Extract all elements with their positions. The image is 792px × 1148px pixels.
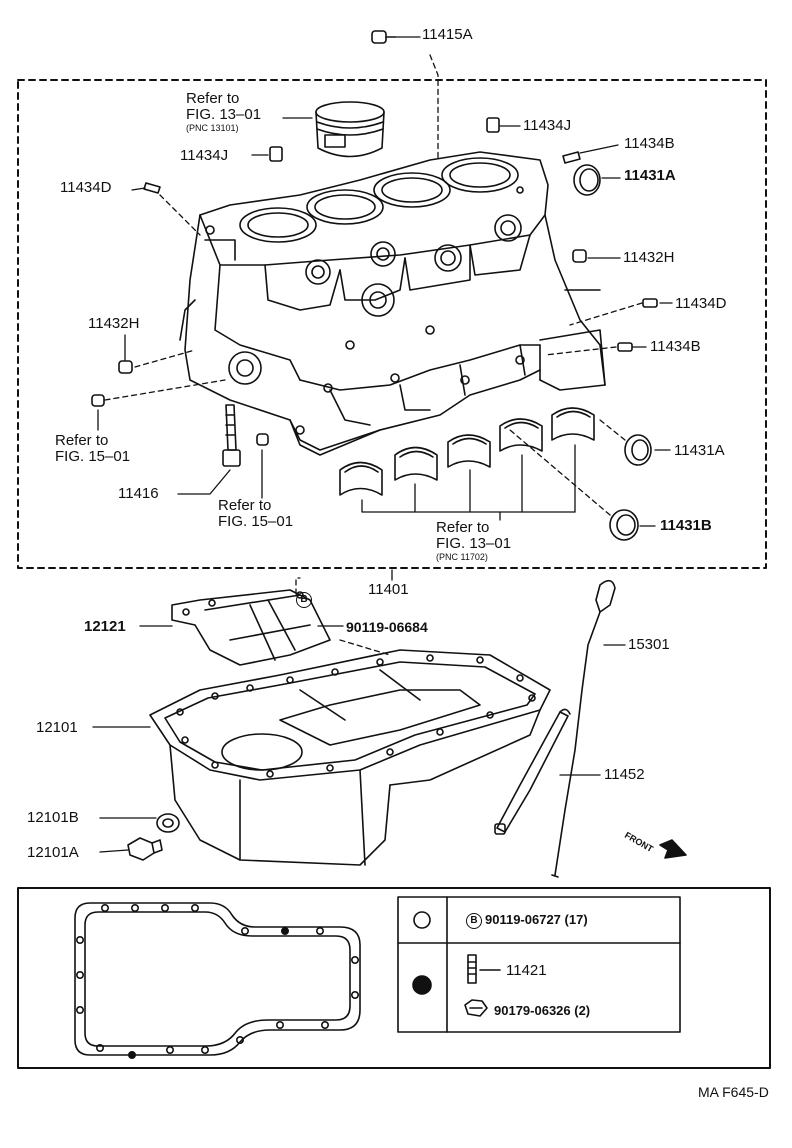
gasket-outline (74, 902, 361, 1060)
cylinder-block-group-boundary (17, 79, 767, 569)
part-12101B-label: 12101B (27, 809, 79, 826)
part-12121-label: 12121 (84, 618, 126, 635)
legend-stud-icon (467, 954, 501, 984)
part-11434B-right-label: 11434B (650, 338, 701, 355)
legend-row-1-part: 90119-06727 (17) (485, 912, 588, 927)
front-arrow-icon (659, 839, 687, 859)
ref-line: Refer to (186, 90, 240, 107)
part-11431A-top-label: 11431A (624, 167, 676, 184)
pin-11434B-top (562, 151, 581, 164)
ref-line: FIG. 13–01 (436, 535, 512, 552)
ref-line: FIG. 13–01 (186, 106, 262, 123)
dipstick-15301 (551, 579, 616, 878)
part-11431B-label: 11431B (660, 517, 712, 534)
pin-11434D-right (642, 298, 658, 308)
part-11434D-left-label: 11434D (60, 179, 112, 196)
drain-plug-12101A (127, 837, 163, 861)
legend-row-2-part-2: 90179-06326 (2) (494, 1003, 591, 1018)
plug-11432H-right (572, 249, 587, 263)
part-15301-label: 15301 (628, 636, 670, 653)
stud-11416 (222, 404, 241, 467)
legend-row-2-part-1: 11421 (506, 962, 547, 979)
ref-line: Refer to (218, 497, 272, 514)
pin-11434J-top (486, 117, 500, 133)
plug-11415A (371, 30, 396, 44)
part-11415A-label: 11415A (422, 26, 473, 43)
part-11434J-top-label: 11434J (523, 117, 572, 134)
part-11431A-mid-label: 11431A (674, 442, 725, 459)
part-11401-label: 11401 (368, 581, 409, 598)
plug-11432H-left (118, 360, 133, 374)
part-12101-label: 12101 (36, 719, 78, 736)
pin-11434B-right (617, 342, 633, 352)
legend-table (397, 896, 681, 1033)
bolt-marker-b: B (296, 592, 315, 608)
legend-filled-circle-icon (412, 975, 432, 995)
plug-11431B (609, 509, 639, 541)
pin-11434D-left (143, 182, 161, 194)
cylinder-block-drawing (179, 151, 606, 456)
ref-fig15-mid-note: Refer to FIG. 15–01 (218, 498, 293, 530)
ref-pnc: (PNC 13101) (186, 123, 239, 133)
ref-line: FIG. 15–01 (55, 448, 131, 465)
bolt-marker-b-icon: B (296, 592, 312, 608)
part-90119-06684-label: 90119-06684 (346, 619, 428, 635)
legend-bolt-marker-icon: B (466, 912, 482, 929)
ref-line: Refer to (55, 432, 109, 449)
leader-lines (92, 36, 673, 853)
part-11434J-left-label: 11434J (180, 147, 229, 164)
plug-11431A-top (573, 164, 601, 196)
plug-mid-lower (256, 433, 269, 446)
drain-gasket-12101B (156, 813, 180, 833)
ref-pnc: (PNC 11702) (436, 552, 488, 562)
pin-11434J-left (269, 146, 283, 162)
part-11434D-right-label: 11434D (675, 295, 727, 312)
ref-fig15-left-note: Refer to FIG. 15–01 (55, 433, 130, 465)
plug-left-lower (91, 394, 105, 407)
figure-code: MA F645-D (698, 1084, 769, 1100)
part-11432H-left-label: 11432H (88, 315, 140, 332)
ref-line: FIG. 15–01 (218, 513, 294, 530)
legend-nut-icon (464, 999, 488, 1017)
part-11432H-right-label: 11432H (623, 249, 675, 266)
legend-open-circle-icon (413, 911, 431, 929)
oil-pan-12101 (149, 649, 551, 866)
crank-bearings (339, 407, 595, 496)
dipstick-guide-11452 (494, 708, 571, 835)
part-11434B-top-label: 11434B (624, 135, 675, 152)
ref-line: Refer to (436, 519, 490, 536)
ref-piston-note: Refer to FIG. 13–01 (PNC 13101) (186, 90, 262, 134)
part-12101A-label: 12101A (27, 844, 79, 861)
plug-11431A-mid (624, 434, 652, 466)
legend-frame (17, 887, 771, 1069)
baffle-12121 (171, 589, 331, 666)
piston-drawing (315, 101, 385, 158)
ref-bearing-note: Refer to FIG. 13–01 (PNC 11702) (436, 519, 512, 563)
part-11452-label: 11452 (604, 766, 645, 783)
part-11416-label: 11416 (118, 485, 159, 502)
